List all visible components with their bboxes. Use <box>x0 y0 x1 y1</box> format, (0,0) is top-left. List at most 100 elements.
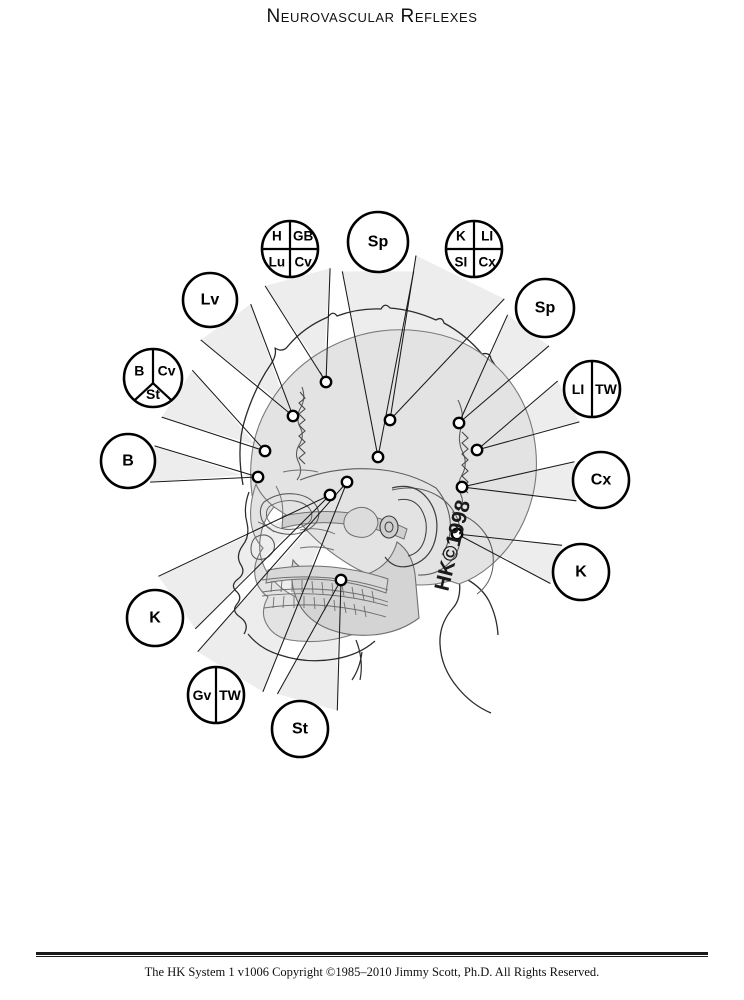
label-circle <box>346 210 410 274</box>
label-circle <box>99 432 157 490</box>
reflex-label-L12[interactable]: Cx <box>571 450 631 510</box>
reflex-point-marker[interactable] <box>455 480 469 494</box>
label-divider <box>152 382 173 402</box>
leader-line <box>461 461 575 488</box>
leader-line <box>377 271 415 458</box>
chin-jawline <box>247 633 376 662</box>
label-text: B <box>134 362 144 378</box>
label-circle <box>270 699 330 759</box>
reflex-point-marker[interactable] <box>383 413 397 427</box>
auditory-meatus-inner <box>384 521 394 533</box>
reflex-label-L07[interactable]: K <box>125 588 185 648</box>
leader-line <box>458 314 509 424</box>
leader-line <box>458 345 550 424</box>
nasal-aperture <box>250 534 276 560</box>
ear-outline <box>384 485 438 568</box>
copyright-text: The HK System 1 v1006 Copyright ©1985–20… <box>144 965 600 979</box>
leader-line <box>389 255 417 421</box>
reflex-point-marker[interactable] <box>286 409 300 423</box>
label-divider <box>133 382 154 402</box>
leader-line <box>456 533 551 584</box>
upper-teeth <box>261 576 389 603</box>
label-text: TW <box>595 381 618 397</box>
leader-line <box>191 369 266 452</box>
label-text: K <box>456 229 466 244</box>
reflex-label-L10[interactable]: Sp <box>514 277 576 339</box>
label-text: Lv <box>201 292 220 309</box>
leader-line <box>150 476 259 483</box>
serrated-suture <box>298 391 306 465</box>
label-text: TW <box>219 687 242 703</box>
leader-line <box>250 303 294 417</box>
label-text: LI <box>572 381 584 397</box>
leader-line <box>264 285 327 383</box>
reflex-label-L02[interactable]: Sp <box>346 210 410 274</box>
lower-teeth <box>261 593 389 618</box>
footer-rule <box>36 952 708 955</box>
face-profile <box>232 491 250 635</box>
leader-line <box>456 533 563 546</box>
leader-line <box>158 494 331 577</box>
reflex-point-marker[interactable] <box>323 488 337 502</box>
label-text: GB <box>293 229 314 244</box>
reflex-label-L04[interactable]: Lv <box>181 271 239 329</box>
footer: The HK System 1 v1006 Copyright ©1985–20… <box>36 952 708 980</box>
footer-rule-thin <box>36 956 708 957</box>
reflex-point-marker[interactable] <box>340 475 354 489</box>
occiput-region <box>451 511 494 595</box>
neck-outline <box>439 577 492 714</box>
reflex-point-marker[interactable] <box>251 470 265 484</box>
leader-line <box>262 481 348 692</box>
label-text: K <box>575 564 587 581</box>
leader-cone <box>150 445 259 483</box>
diagram-canvas: HGBLuCvSpKLISICxLvBCvStBKGvTWStSpLITWCxK… <box>99 210 631 759</box>
serrated-suture-right <box>461 431 469 494</box>
title-bar: Neurovascular Reflexes <box>0 6 744 28</box>
label-text: H <box>272 229 282 244</box>
reflex-label-L13[interactable]: K <box>551 542 611 602</box>
label-circle <box>514 277 576 339</box>
temporal-bone <box>391 487 462 576</box>
label-text: St <box>146 386 160 402</box>
leader-line <box>341 271 379 458</box>
label-circle <box>571 450 631 510</box>
leader-line <box>161 416 266 452</box>
leader-line <box>154 445 259 478</box>
label-circle <box>551 542 611 602</box>
reflex-point-marker[interactable] <box>371 450 385 464</box>
label-text: St <box>292 721 309 738</box>
label-text: Cx <box>479 254 497 269</box>
label-text: Sp <box>368 234 389 251</box>
leader-cone <box>200 304 296 418</box>
reflex-label-L06[interactable]: B <box>99 432 157 490</box>
reflex-label-L11[interactable]: LI TW <box>562 359 622 419</box>
label-text: Gv <box>193 687 212 703</box>
reflex-point-marker[interactable] <box>319 375 333 389</box>
leader-line <box>476 380 559 451</box>
reflex-label-L09[interactable]: St <box>270 699 330 759</box>
leader-cone <box>161 370 267 454</box>
label-text: B <box>122 453 134 470</box>
leader-line <box>389 298 505 421</box>
reflex-label-L08[interactable]: Gv TW <box>186 665 246 725</box>
reflex-point-marker[interactable] <box>452 416 466 430</box>
label-text: K <box>149 610 161 627</box>
orbit-inner <box>265 500 313 530</box>
reflex-point-marker[interactable] <box>450 527 464 541</box>
reflex-point-marker[interactable] <box>258 444 272 458</box>
reflex-point-marker[interactable] <box>334 573 348 587</box>
skull-detail-lines <box>257 469 336 551</box>
label-text: Sp <box>535 300 556 317</box>
leader-line <box>276 579 342 695</box>
label-circle <box>125 588 185 648</box>
leader-cone <box>265 268 331 383</box>
label-circle <box>181 271 239 329</box>
label-text: Lu <box>269 254 286 269</box>
reflex-point-marker[interactable] <box>470 443 484 457</box>
leader-line <box>476 421 580 451</box>
